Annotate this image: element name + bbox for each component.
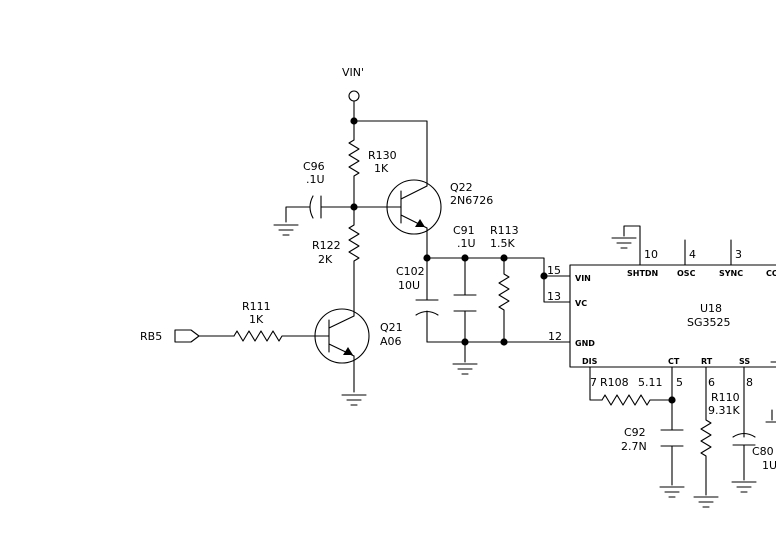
r110-resistor	[700, 366, 712, 496]
pin-num-vc: 13	[547, 290, 561, 303]
ground-icon	[452, 363, 478, 375]
pin-num-rt: 6	[708, 376, 715, 389]
rb5-label: RB5	[140, 330, 162, 343]
junction-ct	[668, 396, 676, 404]
r113-value: 1.5K	[490, 237, 515, 250]
ground-icon	[341, 394, 367, 406]
vin-prime-label: VIN'	[342, 66, 364, 79]
ground-icon	[693, 496, 719, 508]
r108-ref: R108	[600, 376, 629, 389]
pin-num-vin: 15	[547, 264, 561, 277]
q21-value: A06	[380, 335, 402, 348]
c80-ref: C80	[752, 445, 774, 458]
u18-part: SG3525	[687, 316, 731, 329]
r110-ref: R110	[711, 391, 740, 404]
c96-ref: C96	[303, 160, 325, 173]
pin-name-ct: CT	[668, 357, 680, 366]
r111-value: 1K	[249, 313, 264, 326]
c102-value: 10U	[398, 279, 420, 292]
c96-value: .1U	[306, 173, 325, 186]
rb5-port-icon	[174, 329, 200, 343]
r108-value: 5.11	[638, 376, 663, 389]
c91-capacitor	[453, 257, 477, 343]
r130-ref: R130	[368, 149, 397, 162]
pin-num-ss: 8	[746, 376, 753, 389]
q22-transistor	[386, 179, 442, 235]
c92-ref: C92	[624, 426, 646, 439]
pin-name-dis: DIS	[582, 357, 598, 366]
c92-capacitor	[660, 429, 684, 486]
pin-name-co: CO	[766, 269, 776, 278]
r122-resistor	[348, 206, 360, 309]
pin-name-ss: SS	[739, 357, 750, 366]
pin-num-shtdn: 10	[644, 248, 658, 261]
q22-value: 2N6726	[450, 194, 493, 207]
pin-num-dis: 7	[590, 376, 597, 389]
vin-prime-terminal	[348, 90, 360, 102]
q22-ref: Q22	[450, 181, 473, 194]
ground-icon	[273, 224, 299, 236]
ground-icon	[731, 481, 757, 493]
c80-value: 1U	[762, 459, 776, 472]
c92-value: 2.7N	[621, 440, 647, 453]
pin-name-shtdn: SHTDN	[627, 269, 658, 278]
ground-icon	[611, 237, 637, 249]
pin-name-vin: VIN	[575, 274, 591, 283]
r130-resistor	[348, 120, 360, 208]
r111-ref: R111	[242, 300, 271, 313]
pin-name-osc: OSC	[677, 269, 696, 278]
c102-capacitor	[415, 257, 439, 343]
r108-resistor	[601, 394, 673, 406]
c80-capacitor	[732, 366, 756, 481]
pin-num-osc: 4	[689, 248, 696, 261]
q21-transistor	[314, 308, 370, 364]
r110-value: 9.31K	[708, 404, 740, 417]
pin-name-rt: RT	[701, 357, 713, 366]
pin-num-ct: 5	[676, 376, 683, 389]
r111-resistor	[233, 330, 318, 342]
q21-ref: Q21	[380, 321, 403, 334]
pin-name-vc: VC	[575, 299, 587, 308]
u18-ref: U18	[700, 302, 722, 315]
pin-num-sync: 3	[735, 248, 742, 261]
r113-ref: R113	[490, 224, 519, 237]
junction-r113-bottom	[500, 338, 508, 346]
pin-name-sync: SYNC	[719, 269, 743, 278]
c91-ref: C91	[453, 224, 475, 237]
c91-value: .1U	[457, 237, 476, 250]
r122-value: 2K	[318, 253, 333, 266]
u18-ic-body	[569, 264, 776, 368]
pin-name-gnd: GND	[575, 339, 595, 348]
r130-value: 1K	[374, 162, 389, 175]
c102-ref: C102	[396, 265, 425, 278]
ground-icon	[659, 486, 685, 498]
c96-capacitor	[309, 195, 322, 219]
r113-resistor	[498, 257, 510, 343]
pin-num-gnd: 12	[548, 330, 562, 343]
r122-ref: R122	[312, 239, 341, 252]
